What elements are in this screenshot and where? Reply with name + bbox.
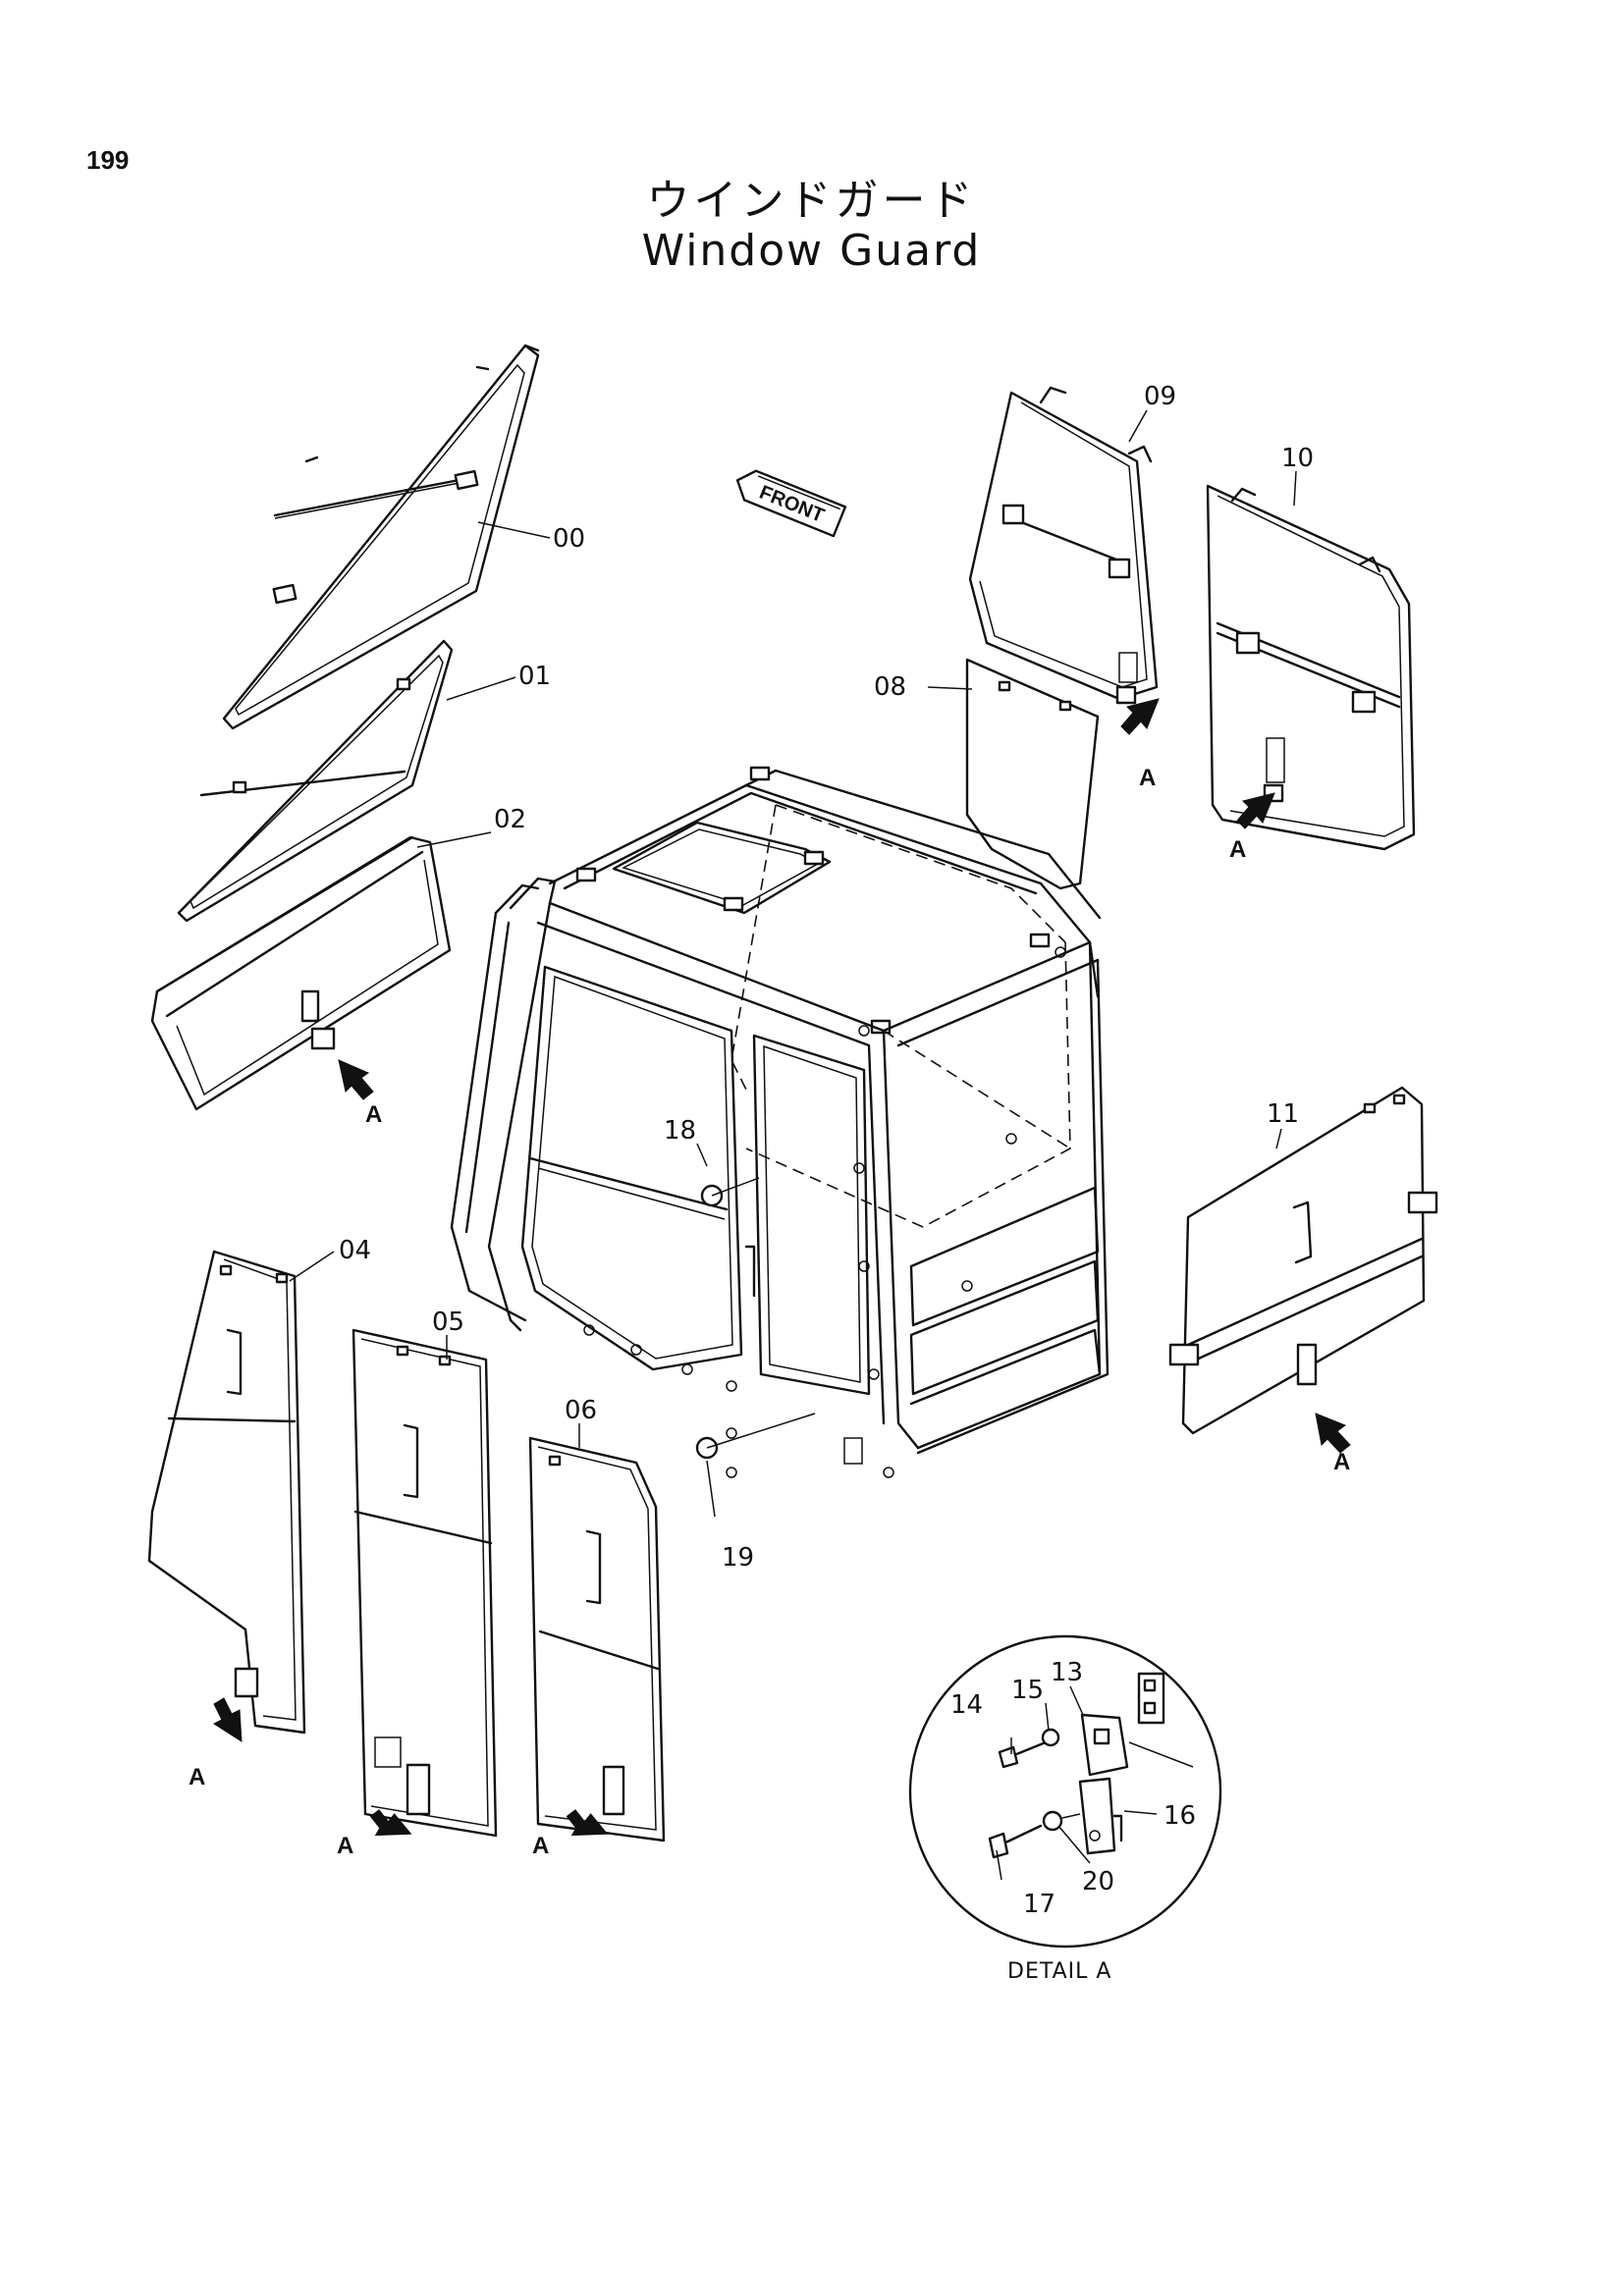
callout-06: 06 xyxy=(565,1396,597,1425)
callout-04: 04 xyxy=(339,1236,371,1265)
page-title-japanese: ウインドガード xyxy=(646,176,977,226)
callout-01: 01 xyxy=(518,662,551,691)
detail-arrows xyxy=(212,698,1351,1837)
callout-20: 20 xyxy=(1082,1867,1114,1896)
arrow-a-09 xyxy=(1120,698,1160,735)
guard-panel-00 xyxy=(222,344,540,730)
callout-15: 15 xyxy=(1011,1676,1044,1705)
a-label-06: A xyxy=(532,1833,549,1859)
guard-panel-02 xyxy=(150,835,452,1111)
callout-labels: 00 01 02 04 05 06 08 09 10 11 13 14 15 1… xyxy=(339,382,1314,1919)
callout-08: 08 xyxy=(874,672,906,702)
guard-panel-05 xyxy=(352,1328,498,1838)
callout-02: 02 xyxy=(494,805,526,834)
callout-00: 00 xyxy=(553,524,585,554)
arrow-a-05 xyxy=(369,1809,412,1837)
a-label-05: A xyxy=(337,1833,353,1859)
guard-panel-11 xyxy=(1168,1086,1438,1435)
guard-panel-04 xyxy=(147,1250,306,1735)
arrow-a-06 xyxy=(566,1809,609,1837)
detail-a-inset xyxy=(908,1634,1222,1949)
a-label-11: A xyxy=(1333,1449,1350,1475)
callout-18: 18 xyxy=(664,1116,696,1146)
page-title-english: Window Guard xyxy=(641,226,982,276)
a-label-04: A xyxy=(189,1764,205,1790)
arrow-a-11 xyxy=(1315,1413,1351,1454)
detail-a-labels: A A A A A A A xyxy=(189,765,1350,1859)
guard-panel-09 xyxy=(968,386,1159,705)
detail-a-caption: DETAIL A xyxy=(1007,1959,1111,1984)
callout-14: 14 xyxy=(950,1690,983,1720)
arrow-a-10 xyxy=(1236,792,1275,829)
guard-panel-01 xyxy=(177,639,454,923)
callout-11: 11 xyxy=(1267,1099,1299,1129)
a-label-10: A xyxy=(1229,836,1246,863)
arrow-a-02 xyxy=(338,1059,374,1100)
callout-17: 17 xyxy=(1023,1890,1055,1919)
guard-panel-08 xyxy=(965,658,1100,890)
callout-13: 13 xyxy=(1051,1658,1083,1687)
cab-body xyxy=(450,766,1109,1478)
arrow-a-04 xyxy=(212,1697,243,1742)
callout-10: 10 xyxy=(1281,444,1314,473)
callout-09: 09 xyxy=(1144,382,1176,411)
callout-16: 16 xyxy=(1163,1801,1196,1831)
a-label-09: A xyxy=(1139,765,1156,791)
guard-panel-06 xyxy=(528,1436,666,1842)
callout-leaders xyxy=(289,409,1297,1881)
callout-05: 05 xyxy=(432,1308,464,1337)
front-direction-marker: FRONT xyxy=(735,469,847,538)
page-number: 199 xyxy=(86,145,130,175)
a-label-02: A xyxy=(365,1101,382,1128)
callout-19: 19 xyxy=(722,1543,754,1573)
guard-panel-10 xyxy=(1206,484,1416,851)
